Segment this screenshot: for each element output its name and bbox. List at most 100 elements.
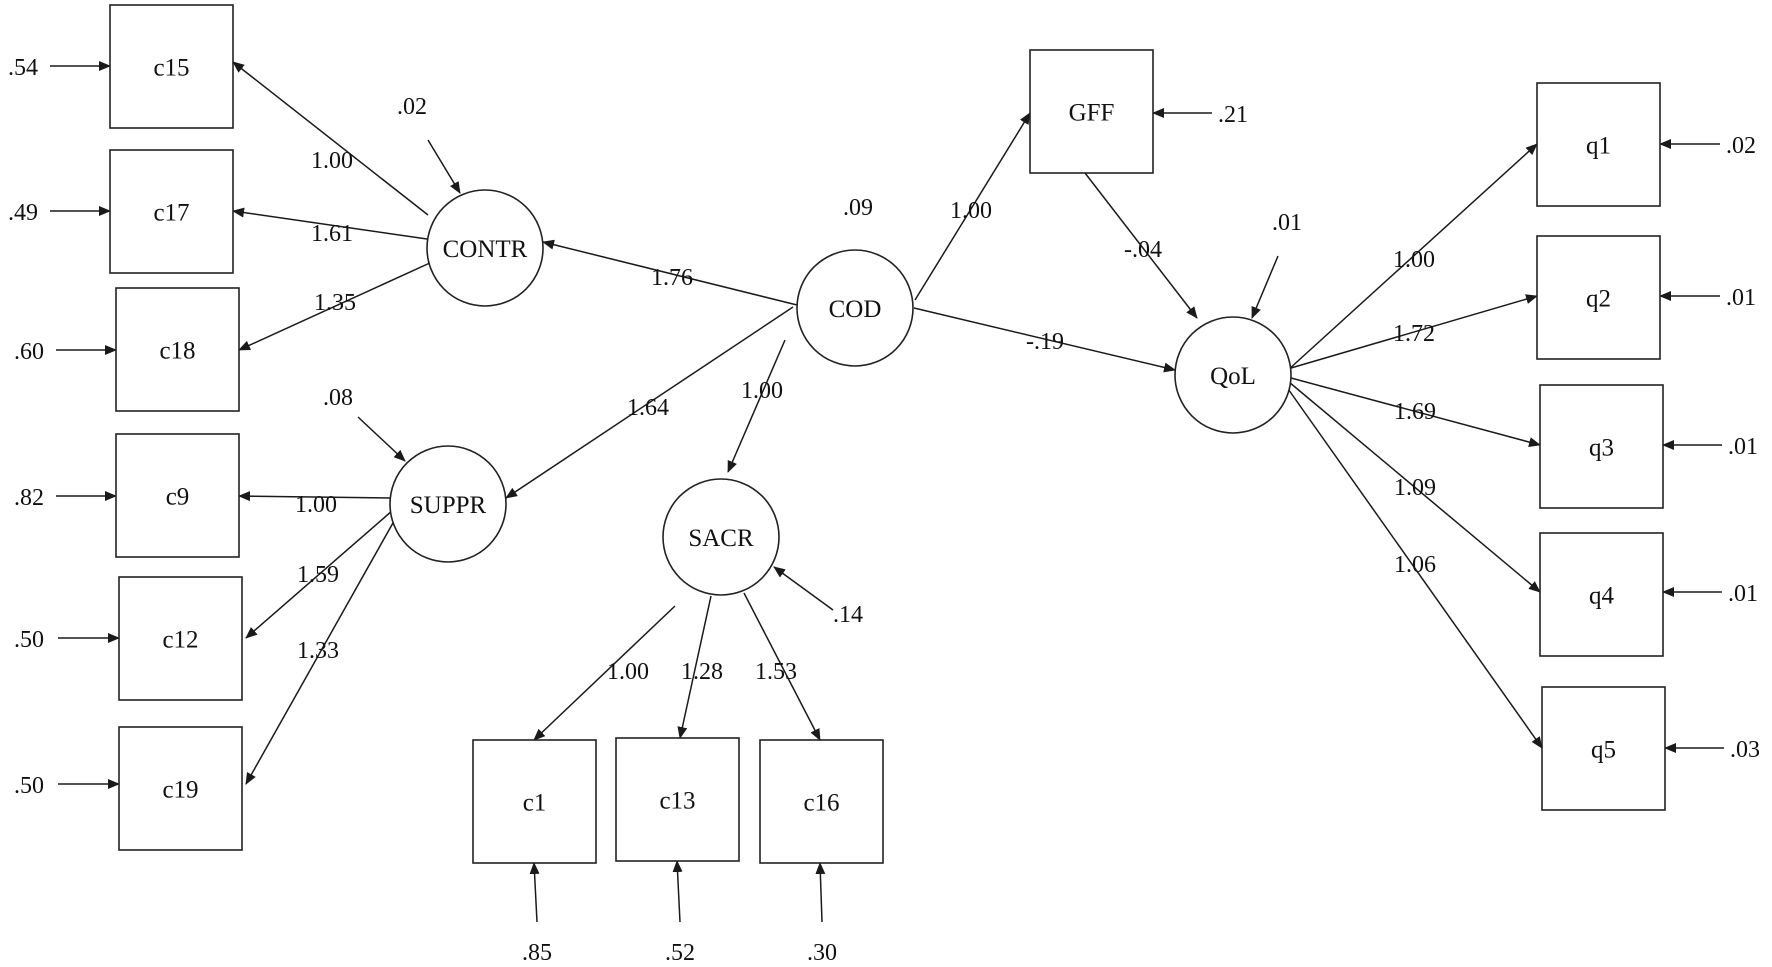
residual-variance-suppr: .08 bbox=[323, 385, 353, 411]
path-coefficient-qol-q5: 1.06 bbox=[1394, 552, 1436, 578]
error-variance-gff: .21 bbox=[1218, 102, 1248, 128]
path-arrow-qol-q2 bbox=[1290, 294, 1538, 369]
error-variance-c13: .52 bbox=[665, 940, 695, 966]
observed-variable-label-c16: c16 bbox=[803, 790, 839, 817]
observed-variable-c1 bbox=[472, 739, 597, 864]
path-arrow-sacr-c13 bbox=[677, 595, 712, 739]
latent-variable-sacr bbox=[662, 478, 780, 596]
path-arrow-qol-q4 bbox=[1288, 381, 1541, 593]
path-arrow-cod-gff bbox=[914, 112, 1031, 301]
path-coefficient-gff-qol: -.04 bbox=[1124, 237, 1162, 263]
error-variance-q3: .01 bbox=[1728, 434, 1758, 460]
observed-variable-label-c9: c9 bbox=[166, 484, 190, 511]
path-coefficient-cod-qol: -.19 bbox=[1026, 329, 1064, 355]
path-arrow-sacr-c16 bbox=[743, 592, 821, 741]
path-arrow-contr-c15 bbox=[232, 61, 429, 216]
observed-variable-c9 bbox=[115, 433, 240, 558]
latent-variable-label-suppr: SUPPR bbox=[410, 492, 487, 519]
observed-variable-q1 bbox=[1536, 82, 1661, 207]
latent-variable-qol bbox=[1174, 316, 1292, 434]
observed-variable-c15 bbox=[109, 4, 234, 129]
path-arrow-contr-c17 bbox=[232, 207, 428, 240]
path-coefficient-qol-q2: 1.72 bbox=[1393, 321, 1435, 347]
path-coefficient-contr-c17: 1.61 bbox=[311, 221, 353, 247]
residual-arrow-suppr bbox=[357, 416, 406, 462]
path-arrow-cod-qol bbox=[913, 307, 1176, 373]
observed-variable-label-c18: c18 bbox=[159, 338, 195, 365]
latent-variable-label-sacr: SACR bbox=[688, 525, 754, 552]
path-coefficient-cod-sacr: 1.00 bbox=[741, 378, 783, 404]
path-coefficient-qol-q1: 1.00 bbox=[1393, 247, 1435, 273]
error-arrow-c16 bbox=[815, 862, 826, 923]
observed-variable-label-q3: q3 bbox=[1589, 435, 1614, 462]
observed-variable-q2 bbox=[1536, 235, 1661, 360]
path-arrow-cod-contr bbox=[542, 239, 798, 306]
latent-variable-suppr bbox=[389, 445, 507, 563]
residual-variance-qol: .01 bbox=[1272, 210, 1302, 236]
observed-variable-label-gff: GFF bbox=[1069, 100, 1115, 127]
path-arrow-contr-c18 bbox=[238, 261, 433, 351]
latent-variable-label-qol: QoL bbox=[1210, 363, 1256, 390]
observed-variable-q5 bbox=[1541, 686, 1666, 811]
latent-variable-cod bbox=[796, 249, 914, 367]
observed-variable-c16 bbox=[759, 739, 884, 864]
residual-arrow-sacr bbox=[773, 566, 834, 611]
observed-variable-label-q4: q4 bbox=[1589, 583, 1615, 610]
observed-variable-label-q1: q1 bbox=[1586, 133, 1611, 160]
path-coefficient-suppr-c19: 1.33 bbox=[297, 638, 339, 664]
path-coefficient-qol-q4: 1.09 bbox=[1394, 475, 1436, 501]
path-coefficient-cod-suppr: 1.64 bbox=[627, 395, 669, 421]
observed-variable-c13 bbox=[615, 737, 740, 862]
observed-variable-label-c17: c17 bbox=[153, 200, 189, 227]
observed-variable-label-c15: c15 bbox=[153, 55, 189, 82]
observed-variable-label-c12: c12 bbox=[162, 627, 198, 654]
observed-variable-gff bbox=[1029, 49, 1154, 174]
error-variance-c15: .54 bbox=[8, 55, 38, 81]
observed-variable-label-c19: c19 bbox=[162, 777, 198, 804]
path-arrow-suppr-c9 bbox=[238, 491, 391, 502]
observed-variable-label-q5: q5 bbox=[1591, 737, 1616, 764]
error-variance-q4: .01 bbox=[1728, 581, 1758, 607]
error-variance-c9: .82 bbox=[14, 485, 44, 511]
path-arrow-gff-qol bbox=[1084, 172, 1198, 319]
path-arrow-qol-q3 bbox=[1290, 377, 1541, 447]
observed-variable-q3 bbox=[1539, 384, 1664, 509]
path-coefficient-qol-q3: 1.69 bbox=[1394, 399, 1436, 425]
path-coefficient-sacr-c1: 1.00 bbox=[607, 659, 649, 685]
residual-variance-sacr: .14 bbox=[833, 602, 863, 628]
error-variance-c18: .60 bbox=[14, 339, 44, 365]
error-variance-q1: .02 bbox=[1726, 133, 1756, 159]
residual-arrow-contr bbox=[427, 139, 461, 194]
observed-variable-c12 bbox=[118, 576, 243, 701]
latent-variable-label-contr: CONTR bbox=[443, 236, 528, 263]
latent-variable-contr bbox=[426, 189, 544, 307]
observed-variable-label-c13: c13 bbox=[659, 788, 695, 815]
path-coefficient-sacr-c13: 1.28 bbox=[681, 659, 723, 685]
residual-arrow-qol bbox=[1251, 255, 1279, 319]
error-variance-c16: .30 bbox=[807, 940, 837, 966]
path-arrow-cod-suppr bbox=[505, 306, 794, 499]
path-coefficient-suppr-c12: 1.59 bbox=[297, 562, 339, 588]
path-coefficient-contr-c15: 1.00 bbox=[311, 148, 353, 174]
observed-variable-c19 bbox=[118, 726, 243, 851]
path-arrow-qol-q1 bbox=[1287, 143, 1538, 371]
error-arrow-c13 bbox=[672, 860, 683, 923]
error-variance-c17: .49 bbox=[8, 200, 38, 226]
observed-variable-c18 bbox=[115, 287, 240, 412]
observed-variable-label-c1: c1 bbox=[523, 790, 547, 817]
observed-variable-q4 bbox=[1539, 532, 1664, 657]
error-variance-c19: .50 bbox=[14, 773, 44, 799]
path-coefficient-cod-contr: 1.76 bbox=[651, 265, 693, 291]
path-coefficient-contr-c18: 1.35 bbox=[314, 290, 356, 316]
path-arrow-suppr-c19 bbox=[245, 513, 399, 785]
observed-variable-label-q2: q2 bbox=[1586, 286, 1611, 313]
path-arrow-sacr-c1 bbox=[533, 605, 676, 741]
error-variance-q2: .01 bbox=[1726, 285, 1756, 311]
error-variance-c1: .85 bbox=[522, 940, 552, 966]
path-coefficient-suppr-c9: 1.00 bbox=[295, 492, 337, 518]
observed-variable-c17 bbox=[109, 149, 234, 274]
path-coefficient-cod-gff: 1.00 bbox=[950, 198, 992, 224]
path-arrow-cod-sacr bbox=[727, 339, 786, 473]
path-arrow-qol-q5 bbox=[1285, 385, 1543, 749]
